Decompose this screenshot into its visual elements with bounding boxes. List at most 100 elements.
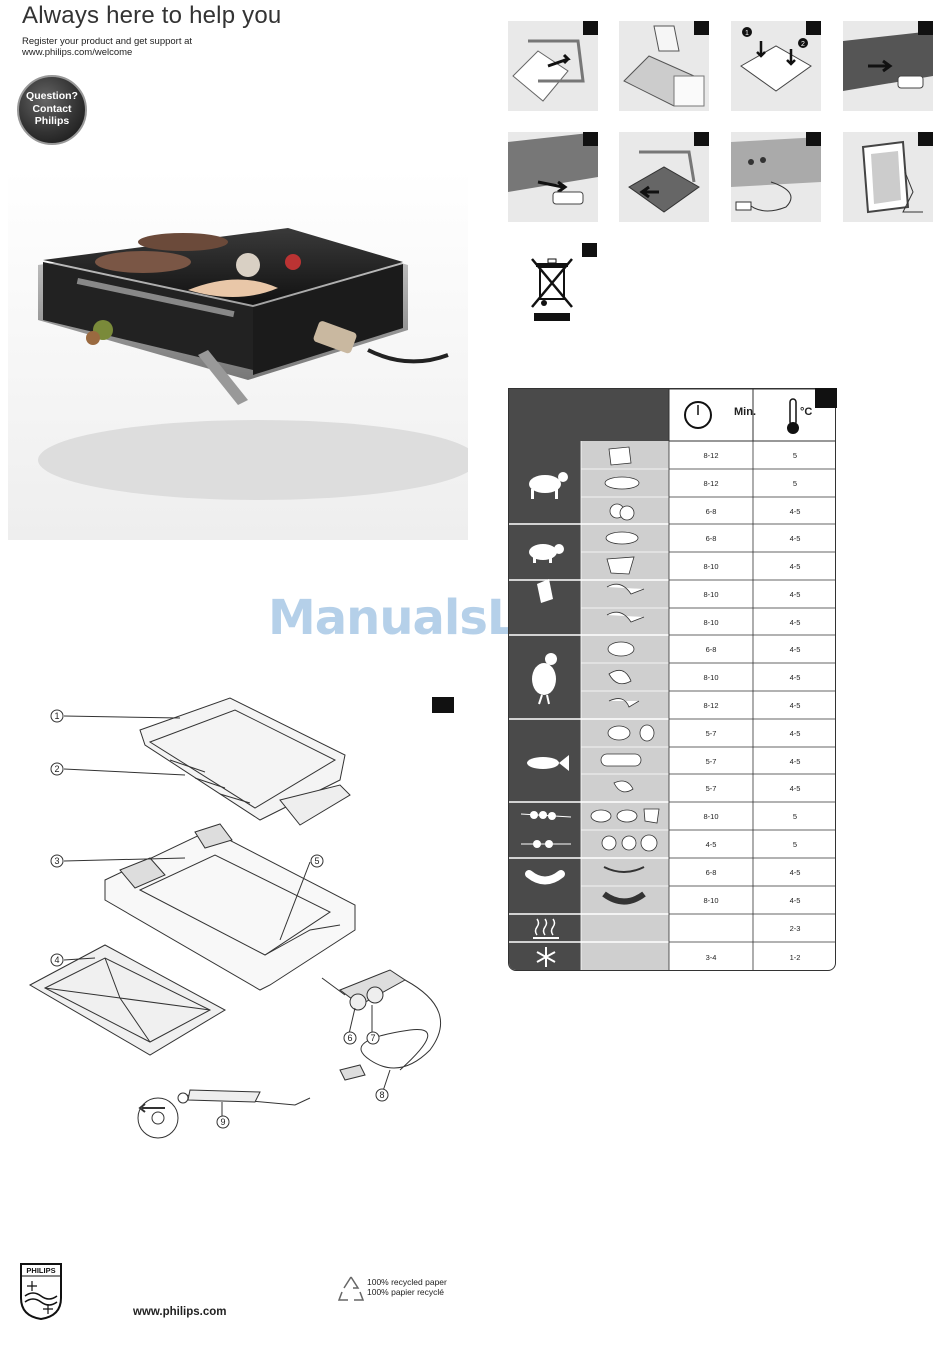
salmon-steak-icon — [607, 725, 631, 741]
fish-fillet-icon — [600, 753, 642, 767]
temp-cell: 2-3 — [789, 924, 801, 933]
step-7-illustration — [731, 132, 821, 222]
temp-cell: 4-5 — [789, 590, 801, 599]
register-url[interactable]: www.philips.com/welcome — [22, 47, 133, 58]
step-6-illustration — [619, 132, 709, 222]
cooking-table: Min. °C 8-12 5 8-12 5 6-8 4-5 6-8 4-5 8-10 4-5 8-1… — [508, 388, 836, 971]
temp-cell: 5 — [792, 479, 798, 488]
temp-cell: 4-5 — [789, 868, 801, 877]
recycled-paper-fr: 100% papier recyclé — [367, 1287, 445, 1297]
temp-cell: 5 — [792, 840, 798, 849]
time-cell: 8-10 — [703, 812, 719, 821]
time-cell: 8-12 — [703, 451, 719, 460]
pork-icon — [529, 544, 564, 563]
time-cell: 6-8 — [705, 534, 717, 543]
step-8-illustration — [843, 132, 933, 222]
time-cell: 8-10 — [703, 562, 719, 571]
temp-cell: 4-5 — [789, 701, 801, 710]
temp-cell: 1-2 — [789, 953, 801, 962]
time-cell: 8-10 — [703, 590, 719, 599]
time-cell: 8-12 — [703, 701, 719, 710]
time-cell: 5-7 — [705, 729, 717, 738]
warming-icon — [533, 918, 559, 939]
badge-line-contact: Contact — [32, 102, 72, 115]
temp-cell: 4-5 — [789, 645, 801, 654]
callout-5: 5 — [314, 856, 319, 866]
step-callout-2: 2 — [801, 41, 805, 48]
beef-icon — [529, 472, 568, 499]
callout-9: 9 — [220, 1117, 225, 1127]
callout-3: 3 — [54, 856, 59, 866]
step-callout-1: 1 — [745, 30, 749, 37]
section-badge-weee — [582, 243, 597, 257]
frozen-icon — [536, 947, 556, 967]
lamb-rack-icon — [606, 611, 645, 623]
time-cell: 3-4 — [705, 953, 717, 962]
temp-cell: 4-5 — [789, 673, 801, 682]
vegetables-icon — [601, 835, 617, 851]
contact-philips-badge[interactable]: Question? Contact Philips — [17, 75, 87, 145]
fish-icon — [527, 755, 569, 771]
recycled-paper-en: 100% recycled paper — [367, 1277, 447, 1287]
step-2-illustration — [619, 21, 709, 111]
time-cell: 5-7 — [705, 756, 717, 766]
time-cell: 6-8 — [705, 506, 717, 516]
chicken-wing-icon — [608, 669, 632, 685]
temp-cell: 4-5 — [789, 506, 801, 516]
thick-sausage-icon — [602, 891, 646, 905]
section-badge-table — [815, 388, 837, 408]
step-4-illustration — [843, 21, 933, 111]
prawn-icon — [613, 780, 634, 793]
callout-4: 4 — [54, 955, 59, 965]
meat-cubes-icon — [590, 809, 612, 823]
temp-cell: 4-5 — [789, 729, 801, 738]
badge-line-question: Question? — [26, 90, 78, 102]
chicken-breast-icon — [607, 641, 635, 657]
sausage-icon — [525, 870, 565, 885]
page-title: Always here to help you — [22, 2, 282, 29]
time-cell: 6-8 — [705, 868, 717, 877]
callout-1: 1 — [54, 711, 59, 721]
website-link[interactable]: www.philips.com — [133, 1306, 227, 1318]
step-1-illustration — [508, 21, 598, 111]
callout-6: 6 — [347, 1033, 352, 1043]
time-cell: 8-10 — [703, 896, 719, 905]
time-cell: 4-5 — [705, 840, 717, 849]
temp-cell: 4-5 — [789, 784, 801, 793]
time-cell: 6-8 — [705, 645, 717, 654]
lamb-icon — [537, 579, 553, 603]
time-cell: 8-10 — [703, 673, 719, 682]
drumstick-icon — [608, 698, 640, 708]
callout-8: 8 — [379, 1090, 384, 1100]
thin-sausage-icon — [603, 866, 645, 873]
pork-chop-icon — [605, 531, 639, 545]
register-text: Register your product and get support at — [22, 36, 193, 47]
temp-cell: 4-5 — [789, 617, 801, 627]
product-photo-grill — [8, 170, 468, 540]
time-cell: 8-12 — [703, 479, 719, 488]
temp-cell: 4-5 — [789, 896, 801, 905]
recycle-icon — [337, 1276, 365, 1301]
thermometer-icon — [787, 398, 799, 434]
fillet-icon — [604, 476, 640, 490]
callout-2: 2 — [54, 764, 59, 774]
time-cell: 8-10 — [703, 617, 719, 627]
logo-text: PHILIPS — [26, 1266, 55, 1275]
temp-cell: 4-5 — [789, 756, 801, 766]
chicken-icon — [532, 653, 557, 705]
weee-bin-icon — [531, 258, 573, 321]
time-cell: 5-7 — [705, 784, 717, 793]
callout-7: 7 — [370, 1033, 375, 1043]
skewer-icon — [520, 811, 572, 848]
lamb-chop-icon — [606, 583, 645, 595]
spare-ribs-icon — [606, 556, 635, 575]
temp-cell: 4-5 — [789, 562, 801, 571]
time-header-label: Min. — [734, 406, 756, 418]
step-5-illustration — [508, 132, 598, 222]
temp-cell: 4-5 — [789, 534, 801, 543]
temp-header-label: °C — [800, 406, 813, 418]
temp-cell: 5 — [792, 451, 798, 460]
badge-line-philips: Philips — [34, 115, 70, 127]
steak-icon — [608, 446, 632, 466]
